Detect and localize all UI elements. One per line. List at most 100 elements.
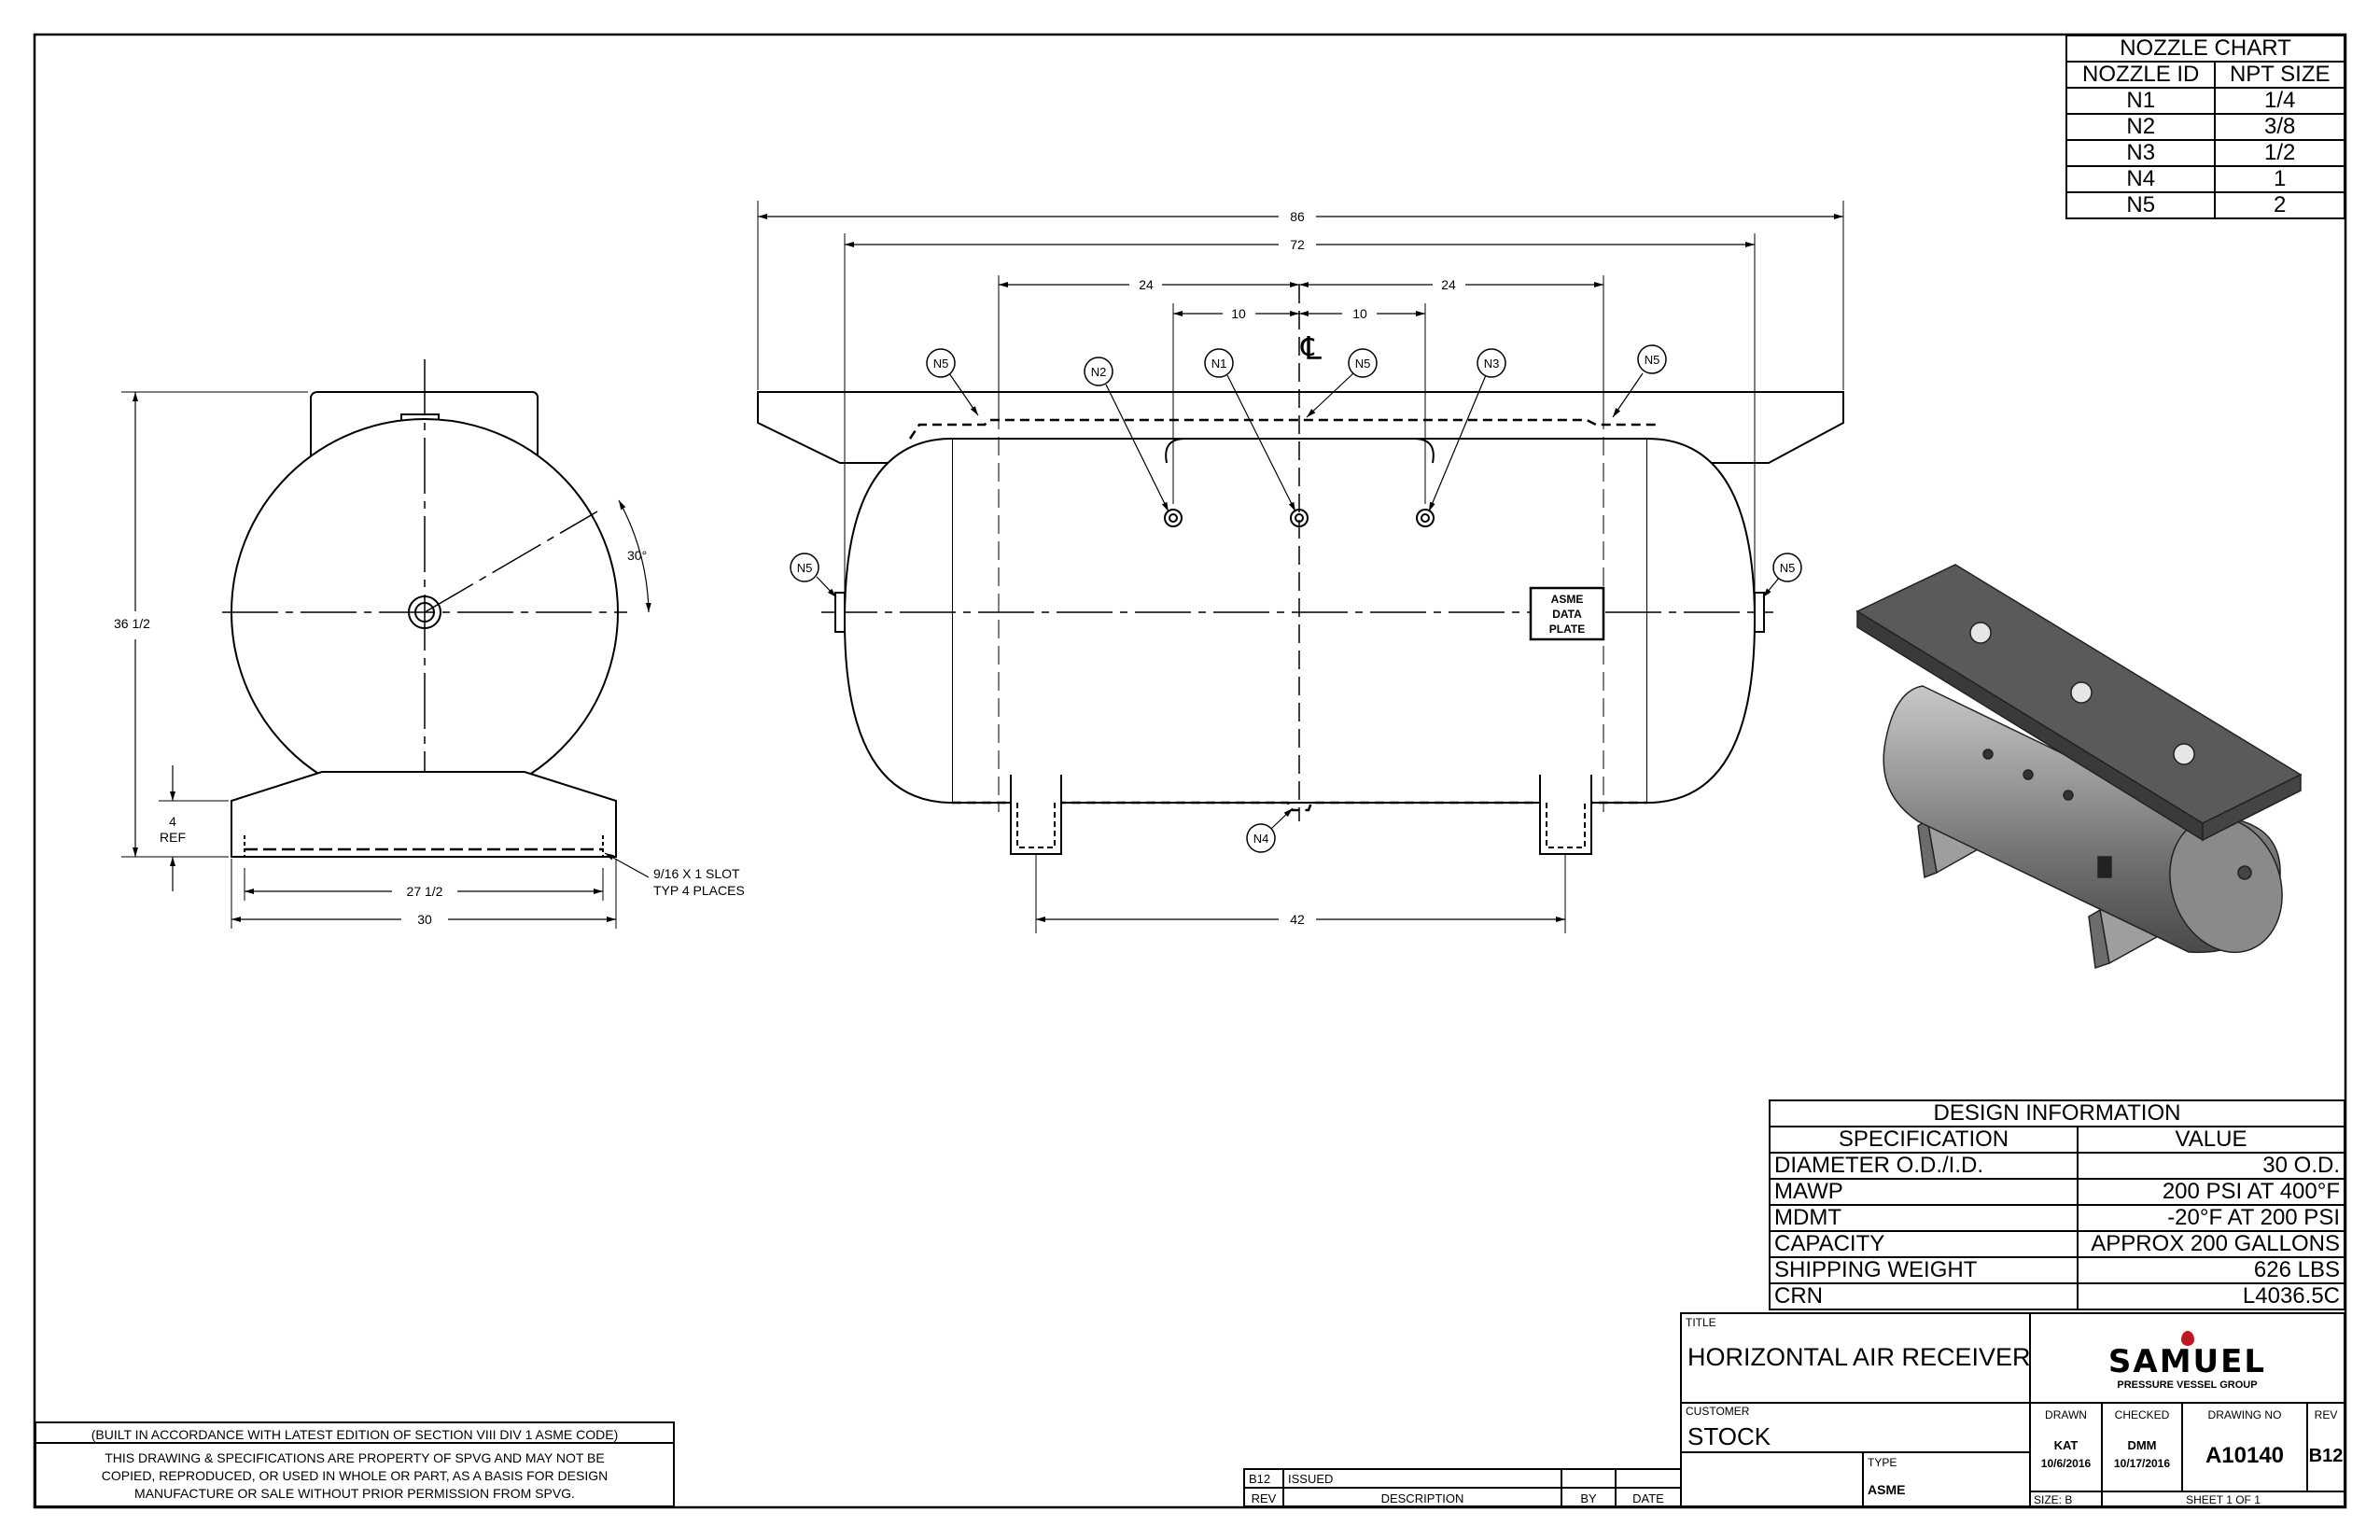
checked-cell: CHECKED DMM 10/17/2016: [2101, 1402, 2183, 1492]
callout-n2: N2: [1091, 365, 1107, 379]
sheet-border: [33, 33, 2347, 1509]
blank-cell: [1680, 1451, 1864, 1507]
design-information-table: DESIGN INFORMATION SPECIFICATION VALUE D…: [1769, 1099, 2345, 1310]
isometric-view: [1855, 564, 2303, 970]
callout-n5: N5: [1355, 357, 1371, 371]
slot-note-1: 9/16 X 1 SLOT: [653, 866, 740, 881]
data-plate-line-1: ASME: [1551, 593, 1584, 606]
spec-name: MAWP: [1769, 1178, 2079, 1206]
rev-header-date: DATE: [1615, 1487, 1682, 1507]
code-note: (BUILT IN ACCORDANCE WITH LATEST EDITION…: [91, 1427, 619, 1442]
rev-row-by: [1561, 1468, 1617, 1489]
customer-value: STOCK: [1687, 1422, 1771, 1450]
npt-size: 1: [2214, 165, 2345, 193]
rev-label: REV: [2314, 1408, 2338, 1421]
rev-header-by: BY: [1561, 1487, 1617, 1507]
dim-right-10: 10: [1352, 306, 1367, 321]
sheet-value: SHEET 1 OF 1: [2186, 1493, 2261, 1506]
spec-name: MDMT: [1769, 1204, 2079, 1232]
nozzle-id: N5: [2065, 191, 2217, 219]
dim-ref-label: REF: [160, 830, 186, 845]
logo-cell: SAMUEL PRESSURE VESSEL GROUP: [2029, 1312, 2345, 1404]
dim-ref-value: 4: [169, 814, 176, 829]
property-note-line-3: MANUFACTURE OR SALE WITHOUT PRIOR PERMIS…: [134, 1486, 575, 1501]
table-row: DIAMETER O.D./I.D.30 O.D.: [1769, 1152, 2345, 1180]
checked-label: CHECKED: [2114, 1408, 2170, 1421]
logo-wordmark: SAMUEL: [2107, 1343, 2267, 1380]
rev-header-date-label: DATE: [1632, 1491, 1664, 1505]
dim-slot-span: 27 1/2: [407, 884, 443, 899]
spec-value: -20°F AT 200 PSI: [2077, 1204, 2345, 1232]
property-note-box: THIS DRAWING & SPECIFICATIONS ARE PROPER…: [35, 1442, 675, 1507]
drawing-no-label: DRAWING NO: [2207, 1408, 2282, 1421]
customer-label: CUSTOMER: [1686, 1405, 1750, 1418]
sheet-cell: SHEET 1 OF 1: [2101, 1491, 2345, 1507]
nozzle-id: N3: [2065, 139, 2217, 167]
npt-size-header: NPT SIZE: [2214, 61, 2345, 89]
spec-value: 200 PSI AT 400°F: [2077, 1178, 2345, 1206]
samuel-logo: SAMUEL PRESSURE VESSEL GROUP: [2031, 1331, 2344, 1391]
callout-n5: N5: [797, 561, 813, 575]
specification-header: SPECIFICATION: [1769, 1126, 2079, 1154]
code-note-box: (BUILT IN ACCORDANCE WITH LATEST EDITION…: [35, 1421, 675, 1444]
rev-header-desc-label: DESCRIPTION: [1380, 1491, 1464, 1505]
type-cell: TYPE ASME: [1862, 1451, 2031, 1507]
drawn-date: 10/6/2016: [2040, 1457, 2092, 1470]
callout-n3: N3: [1484, 357, 1500, 371]
drawn-by: KAT: [2053, 1438, 2079, 1452]
data-plate-line-2: DATA: [1552, 608, 1582, 621]
logo-subtitle: PRESSURE VESSEL GROUP: [2117, 1379, 2258, 1391]
spec-name: CAPACITY: [1769, 1230, 2079, 1258]
rev-header-desc: DESCRIPTION: [1282, 1487, 1562, 1507]
checked-by: DMM: [2127, 1438, 2157, 1452]
dim-angle: 30°: [627, 548, 647, 563]
callout-n5: N5: [1780, 561, 1796, 575]
side-view: [757, 201, 1844, 933]
nozzle-id: N4: [2065, 165, 2217, 193]
dim-leg-span: 42: [1290, 912, 1305, 927]
end-view: [121, 359, 651, 929]
nozzle-id: N2: [2065, 113, 2217, 141]
callout-n4: N4: [1253, 832, 1269, 846]
spec-value: 30 O.D.: [2077, 1152, 2345, 1180]
rev-row-desc-value: ISSUED: [1288, 1472, 1334, 1486]
checked-date: 10/17/2016: [2113, 1457, 2171, 1470]
rev-value: B12: [2308, 1446, 2344, 1466]
callout-n5: N5: [1645, 353, 1660, 367]
data-plate-line-3: PLATE: [1549, 623, 1585, 636]
drawn-label: DRAWN: [2045, 1408, 2087, 1421]
drawing-title: HORIZONTAL AIR RECEIVER: [1687, 1343, 2031, 1371]
size-value: SIZE: B: [2034, 1493, 2073, 1506]
centerline-symbol: ℄: [1300, 331, 1322, 367]
dim-height: 36 1/2: [114, 616, 150, 631]
dim-base-width: 30: [417, 912, 432, 927]
drawing-no: A10140: [2205, 1443, 2285, 1468]
npt-size: 1/4: [2214, 87, 2345, 115]
callout-n5: N5: [933, 357, 949, 371]
table-row: MDMT-20°F AT 200 PSI: [1769, 1204, 2345, 1232]
title-label: TITLE: [1686, 1316, 1716, 1329]
slot-note-2: TYP 4 PLACES: [653, 883, 745, 898]
drawn-cell: DRAWN KAT 10/6/2016: [2029, 1402, 2103, 1492]
design-info-title: DESIGN INFORMATION: [1769, 1099, 2345, 1127]
rev-row-rev: B12: [1243, 1468, 1284, 1489]
size-cell: SIZE: B: [2029, 1491, 2103, 1507]
title-cell: TITLE HORIZONTAL AIR RECEIVER: [1680, 1312, 2031, 1404]
dim-left-10: 10: [1231, 306, 1246, 321]
spec-value: 626 LBS: [2077, 1256, 2345, 1284]
type-label: TYPE: [1868, 1456, 1897, 1469]
dim-shell: 72: [1290, 237, 1305, 252]
spec-name: DIAMETER O.D./I.D.: [1769, 1152, 2079, 1180]
spec-value: APPROX 200 GALLONS: [2077, 1230, 2345, 1258]
rev-cell: REV B12: [2306, 1402, 2345, 1492]
npt-size: 2: [2214, 191, 2345, 219]
nozzle-id: N1: [2065, 87, 2217, 115]
rev-row-desc: ISSUED: [1282, 1468, 1562, 1489]
